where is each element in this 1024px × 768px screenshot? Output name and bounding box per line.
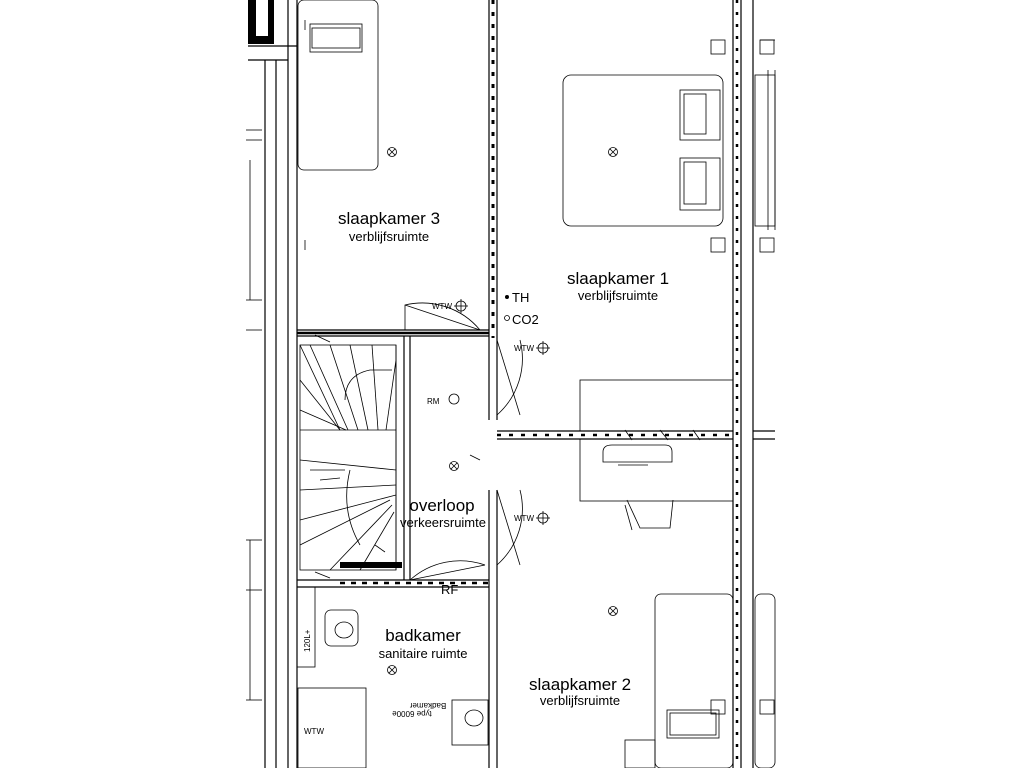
room-name-bathroom: badkamer — [385, 626, 461, 645]
room-type-bathroom: sanitaire ruimte — [379, 646, 468, 661]
light-point-icon — [387, 665, 397, 675]
room-type-bedroom3: verblijfsruimte — [349, 229, 429, 244]
light-point-icon — [608, 147, 618, 157]
room-name-bedroom1: slaapkamer 1 — [567, 269, 669, 288]
wtw-label: WTW — [514, 344, 534, 353]
rf-label: RF — [441, 582, 458, 597]
light-point-icon — [449, 461, 459, 471]
wtw-label: WTW — [432, 302, 452, 311]
rm-label: RM — [427, 397, 440, 406]
ventilation-valve-icon — [536, 511, 550, 525]
th-label: TH — [512, 290, 529, 305]
room-name-bedroom2: slaapkamer 2 — [529, 675, 631, 694]
ventilation-valve-icon — [454, 299, 468, 313]
electrical-symbols — [246, 20, 775, 715]
staircase — [299, 344, 402, 571]
room-type-bedroom2: verblijfsruimte — [540, 693, 620, 708]
room-name-bedroom3: slaapkamer 3 — [338, 209, 440, 228]
bath-label-line2: type 6000e — [392, 709, 432, 718]
room-name-landing: overloop — [409, 496, 474, 515]
doors — [404, 302, 523, 581]
wtw-label: WTW — [514, 514, 534, 523]
bath-label-line1: Badkamer — [409, 701, 446, 710]
light-point-icon — [387, 147, 397, 157]
light-point-icon — [608, 606, 618, 616]
furniture — [296, 0, 776, 768]
boiler-label: 120L+ — [303, 629, 312, 652]
room-type-landing: verkeersruimte — [400, 515, 486, 530]
wtw-label: WTW — [304, 727, 324, 736]
co2-sensor-icon — [504, 315, 510, 321]
walls — [246, 0, 776, 768]
ventilation-valve-icon — [536, 341, 550, 355]
room-type-bedroom1: verblijfsruimte — [578, 288, 658, 303]
smoke-detector-icon — [448, 393, 460, 405]
socket-icon — [304, 20, 775, 715]
thermostat-icon — [505, 295, 509, 299]
co2-label: CO2 — [512, 312, 539, 327]
